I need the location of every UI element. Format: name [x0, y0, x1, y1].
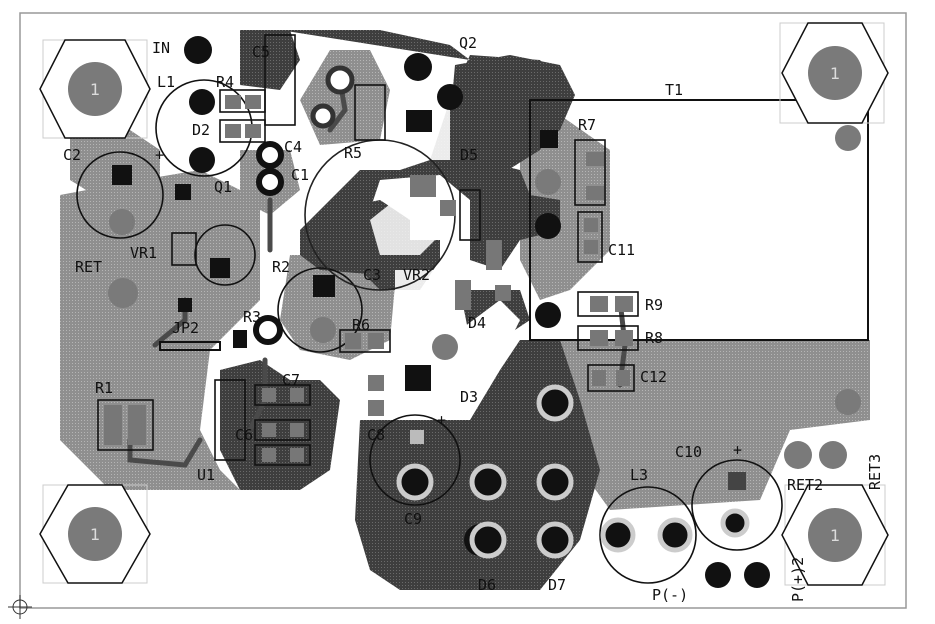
- mounting-hole-top-left: [39, 39, 151, 139]
- jp2-outline: [159, 341, 221, 351]
- component-outlines: [76, 34, 783, 584]
- label-vr2: VR2: [403, 266, 430, 284]
- hole-number-tr: 1: [830, 64, 840, 83]
- label-p-plus: P(+)2: [789, 557, 807, 602]
- t1-outline: [529, 99, 869, 341]
- polarity-plus-c2: +: [155, 146, 164, 164]
- label-c2: C2: [63, 146, 81, 164]
- silkscreen-labels: IN L1 R4 C5 Q2 T1 R7 D2 C2 C4 R5 D5 C1 Q…: [63, 34, 884, 604]
- label-q2: Q2: [459, 34, 477, 52]
- label-r8: R8: [645, 329, 663, 347]
- label-in: IN: [152, 39, 170, 57]
- label-d2: D2: [192, 121, 210, 139]
- origin-marker: [8, 595, 32, 619]
- label-r2: R2: [272, 258, 290, 276]
- hole-numbers: 1 1 1 1: [90, 64, 840, 545]
- mounting-hole-bottom-left: [39, 484, 151, 584]
- pads-through-hole: [253, 65, 750, 559]
- label-t1: T1: [665, 81, 683, 99]
- label-r4: R4: [216, 73, 234, 91]
- label-jp2: JP2: [172, 319, 199, 337]
- label-d6: D6: [478, 576, 496, 594]
- label-d4: D4: [468, 314, 486, 332]
- label-c10: C10: [675, 443, 702, 461]
- label-ret: RET: [75, 258, 102, 276]
- label-c1: C1: [291, 166, 309, 184]
- hole-number-tl: 1: [90, 80, 100, 99]
- label-p-minus: P(-): [652, 586, 688, 604]
- pads-square: [104, 95, 746, 490]
- label-d5: D5: [460, 146, 478, 164]
- label-r3: R3: [243, 308, 261, 326]
- pads-round-grey: [108, 125, 861, 469]
- label-c4: C4: [284, 138, 302, 156]
- label-c3: C3: [363, 266, 381, 284]
- label-r6: R6: [352, 316, 370, 334]
- mounting-holes: [39, 22, 889, 586]
- label-c12: C12: [640, 368, 667, 386]
- label-vr1: VR1: [130, 244, 157, 262]
- label-c6: C6: [235, 426, 253, 444]
- label-c9: C9: [404, 510, 422, 528]
- mounting-hole-bottom-right: [781, 484, 889, 586]
- label-r5: R5: [344, 144, 362, 162]
- label-c11: C11: [608, 241, 635, 259]
- mounting-hole-top-right: [779, 22, 889, 124]
- label-c7: C7: [282, 371, 300, 389]
- polarity-plus-c10: +: [733, 441, 742, 459]
- label-ret2: RET2: [787, 476, 823, 494]
- label-l3: L3: [630, 466, 648, 484]
- label-d3: D3: [460, 388, 478, 406]
- label-u1: U1: [197, 466, 215, 484]
- label-r7: R7: [578, 116, 596, 134]
- hole-number-br: 1: [830, 526, 840, 545]
- label-c8: C8: [367, 426, 385, 444]
- label-q1: Q1: [214, 178, 232, 196]
- hole-number-bl: 1: [90, 525, 100, 544]
- label-c5: C5: [252, 43, 270, 61]
- polarity-plus-c8: +: [437, 411, 446, 429]
- label-r9: R9: [645, 296, 663, 314]
- label-l1: L1: [157, 73, 175, 91]
- label-r1: R1: [95, 379, 113, 397]
- label-d7: D7: [548, 576, 566, 594]
- label-ret3: RET3: [866, 454, 884, 490]
